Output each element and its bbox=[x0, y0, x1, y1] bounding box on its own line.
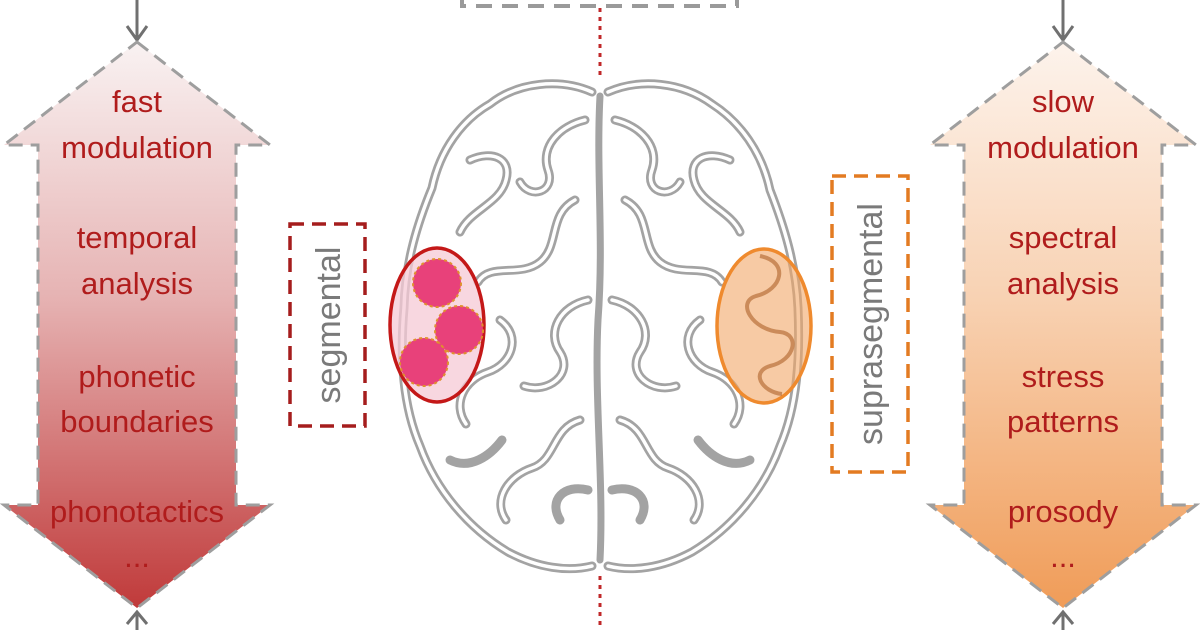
left-line-6: boundaries bbox=[60, 404, 213, 439]
right-arrow-text: slow modulation spectral analysis stress… bbox=[987, 84, 1139, 574]
right-line-7: prosody bbox=[1008, 494, 1119, 529]
left-double-arrow bbox=[0, 40, 275, 610]
region-blob-2 bbox=[434, 305, 484, 355]
left-hemisphere-region-marker bbox=[388, 246, 486, 404]
left-bottom-connector bbox=[125, 609, 149, 630]
right-top-connector bbox=[1051, 0, 1075, 43]
left-line-5: phonetic bbox=[78, 359, 195, 394]
right-line-5: stress bbox=[1022, 359, 1105, 394]
region-blob-1 bbox=[412, 258, 462, 308]
right-line-6: patterns bbox=[1007, 404, 1119, 439]
segmental-box bbox=[288, 222, 367, 428]
left-line-7: phonotactics bbox=[50, 494, 224, 529]
right-line-1: slow bbox=[1032, 84, 1095, 119]
suprasegmental-label: suprasegmental bbox=[852, 203, 890, 445]
left-line-3: temporal bbox=[77, 220, 198, 255]
left-top-connector bbox=[125, 0, 149, 43]
left-arrow-text: fast modulation temporal analysis phonet… bbox=[50, 84, 224, 574]
suprasegmental-box bbox=[830, 174, 910, 474]
left-line-4: analysis bbox=[81, 266, 193, 301]
right-double-arrow bbox=[925, 40, 1200, 610]
right-line-2: modulation bbox=[987, 130, 1139, 165]
right-hemisphere-region-marker bbox=[715, 247, 813, 405]
right-line-8: ... bbox=[1050, 539, 1076, 574]
left-line-1: fast bbox=[112, 84, 162, 119]
region-blob-3 bbox=[399, 337, 449, 387]
right-line-4: analysis bbox=[1007, 266, 1119, 301]
left-line-8: ... bbox=[124, 539, 150, 574]
right-bottom-connector bbox=[1051, 609, 1075, 630]
right-line-3: spectral bbox=[1009, 220, 1118, 255]
segmental-label: segmental bbox=[310, 247, 348, 404]
top-dashed-box bbox=[460, 0, 739, 8]
left-line-2: modulation bbox=[61, 130, 213, 165]
